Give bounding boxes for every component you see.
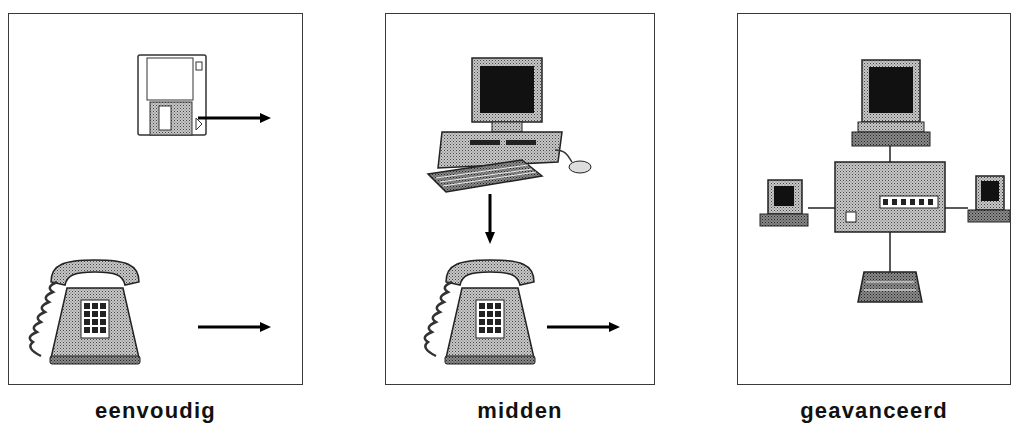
panel-box: geavanceerd [737,13,1011,385]
computer [428,58,591,192]
telephone [30,260,140,364]
floppy-disk [138,55,206,135]
panel-label: midden [386,398,654,424]
panel-label: geavanceerd [738,398,1010,424]
arrow [198,113,271,123]
panel-box: midden [385,13,655,385]
telephone [425,260,535,364]
arrow [198,322,271,332]
arrow [485,194,495,244]
panel-box: eenvoudig [8,13,303,385]
panel-label: eenvoudig [9,398,302,424]
network [760,60,1010,302]
arrow [547,322,620,332]
